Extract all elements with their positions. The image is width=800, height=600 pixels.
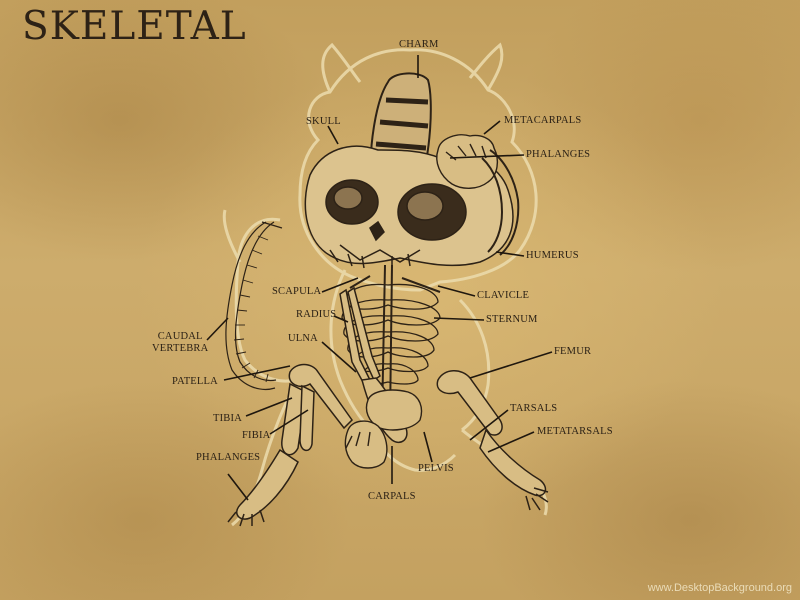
label-tibia: TIBIA [213,413,242,424]
leader-phalanges-bottom [227,473,249,501]
label-humerus: HUMERUS [526,250,579,261]
tail-vertebrae [225,221,283,391]
right-leg [436,370,549,511]
label-ulna: ULNA [288,333,318,344]
leader-femur [469,351,553,379]
label-patella: PATELLA [172,376,218,387]
leader-patella [223,365,291,381]
label-clavicle: CLAVICLE [477,290,530,301]
label-charm: CHARM [399,39,439,50]
leader-caudal [206,317,229,341]
label-metacarpals: METACARPALS [504,115,582,126]
label-phalanges-bottom: PHALANGES [196,452,261,463]
leader-pelvis [423,431,433,463]
label-phalanges-top: PHALANGES [526,149,591,160]
label-radius: RADIUS [296,309,337,320]
label-caudal-line1: CAUDAL [157,331,203,342]
leader-metacarpals [483,120,501,135]
leader-scapula [321,277,359,293]
label-caudal-vertebra: CAUDAL VERTEBRA [152,331,208,355]
page-title: SKELETAL [22,4,247,49]
left-leg [227,363,353,527]
label-skull: SKULL [306,116,341,127]
leader-metatarsals [487,431,535,453]
leader-ulna [321,341,357,373]
label-tarsals: TARSALS [510,403,558,414]
lower-paw [344,420,388,469]
label-metatarsals: METATARSALS [537,426,613,437]
label-scapula: SCAPULA [272,286,322,297]
leader-tarsals [469,409,509,441]
label-caudal-line2: VERTEBRA [152,343,209,355]
label-femur: FEMUR [554,346,592,357]
label-sternum: STERNUM [486,314,538,325]
label-carpals: CARPALS [368,491,416,502]
leader-clavicle [437,285,476,297]
label-fibia: FIBIA [242,430,271,441]
leader-skull [327,125,339,145]
leader-humerus [495,251,525,257]
label-pelvis: PELVIS [418,463,454,474]
pelvis [365,389,423,431]
raised-paw [436,134,520,256]
watermark: www.DesktopBackground.org [647,582,792,594]
leader-phalanges-top [449,154,525,159]
leader-tibia [245,397,293,417]
leader-lines [206,55,553,501]
leader-radius [333,315,349,323]
leader-fibia [269,409,309,435]
leader-sternum [433,317,485,321]
